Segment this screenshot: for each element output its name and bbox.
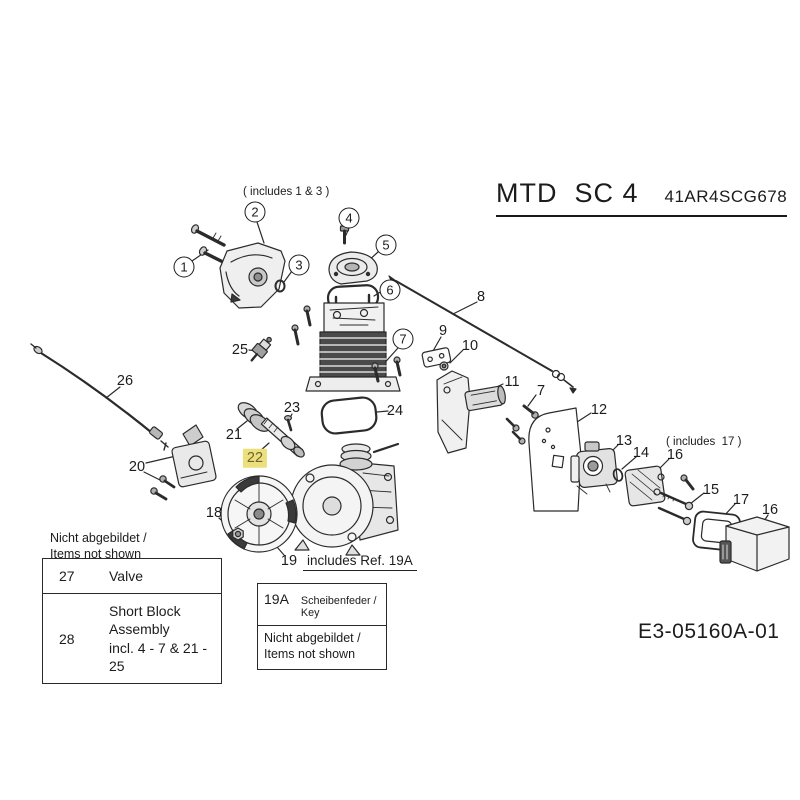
callout-12[interactable]: 12 — [590, 401, 608, 418]
key-table-note: Nicht abgebildet / Items not shown — [258, 626, 386, 669]
part-bolt-4 — [339, 225, 350, 245]
callout-1[interactable]: 1 — [173, 256, 195, 278]
part-cable-26 — [30, 343, 169, 451]
part-ignition-coil-20 — [150, 424, 217, 501]
not-shown-header: Nicht abgebildet / Items not shown — [50, 531, 147, 562]
key-table-row: 19A Scheibenfeder / Key — [258, 584, 386, 626]
callout-21[interactable]: 21 — [225, 426, 243, 443]
note-includes-17: ( includes 17 ) — [666, 436, 742, 448]
part-filter-cover-16 — [719, 516, 790, 572]
callout-7[interactable]: 7 — [536, 382, 546, 399]
table-desc-line2: incl. 4 - 7 & 21 - 25 — [109, 639, 208, 674]
part-crankcase-assembly — [290, 442, 400, 556]
not-shown-header-line2: Items not shown — [50, 546, 142, 561]
callout-5[interactable]: 5 — [375, 234, 397, 256]
callout-26[interactable]: 26 — [116, 372, 134, 389]
part-carburetor-13 — [570, 441, 618, 495]
key-table: 19A Scheibenfeder / Key Nicht abgebildet… — [257, 583, 387, 670]
part-bolts-bracket — [505, 404, 539, 445]
table-ref: 28 — [59, 630, 75, 647]
note-includes-1-3: ( includes 1 & 3 ) — [243, 186, 330, 198]
callout-7[interactable]: 7 — [392, 328, 414, 350]
callout-20[interactable]: 20 — [128, 458, 146, 475]
table-row: 27 Valve — [43, 559, 221, 593]
part-bracket-11 — [436, 370, 506, 454]
key-note-line1: Nicht abgebildet / — [264, 631, 361, 645]
table-row: 28 Short Block Assembly incl. 4 - 7 & 21… — [43, 593, 221, 683]
callout-24[interactable]: 24 — [386, 402, 404, 419]
callout-11[interactable]: 11 — [504, 373, 520, 390]
callout-4[interactable]: 4 — [338, 207, 360, 229]
part-oring-14 — [612, 468, 624, 482]
not-shown-header-line1: Nicht abgebildet / — [50, 531, 147, 545]
part-screw-23 — [284, 415, 293, 432]
callout-9[interactable]: 9 — [438, 322, 448, 339]
part-gasket-24 — [320, 396, 378, 435]
callout-25[interactable]: 25 — [231, 341, 249, 358]
callout-17[interactable]: 17 — [732, 491, 750, 508]
table-desc: Valve — [109, 568, 143, 584]
callout-6[interactable]: 6 — [379, 279, 401, 301]
key-note-line2: Items not shown — [264, 647, 356, 662]
part-nut-18 — [232, 527, 244, 541]
part-flywheel-19 — [220, 475, 298, 553]
key-ref: 19A — [264, 591, 289, 607]
callout-22[interactable]: 22 — [242, 448, 268, 468]
model-number: 41AR4SCG678 — [664, 187, 788, 206]
callout-10[interactable]: 10 — [461, 337, 479, 354]
callout-2[interactable]: 2 — [244, 201, 266, 223]
callout-14[interactable]: 14 — [632, 444, 650, 461]
callout-16[interactable]: 16 — [761, 501, 779, 518]
callout-16[interactable]: 16 — [666, 446, 684, 463]
part-oring-3 — [274, 279, 286, 293]
note-includes-ref-19a: includes Ref. 19A — [303, 553, 417, 571]
part-spark-plug-25 — [250, 336, 272, 362]
key-desc: Scheibenfeder / Key — [300, 595, 377, 619]
model-name: MTD SC 4 — [496, 178, 639, 208]
part-screws-15 — [657, 491, 694, 526]
part-bolts-7 — [291, 305, 402, 383]
part-engine-block — [305, 293, 401, 392]
callout-18[interactable]: 18 — [205, 504, 223, 521]
not-shown-table: 27 Valve 28 Short Block Assembly incl. 4… — [42, 558, 222, 684]
table-desc: Short Block Assembly — [109, 603, 181, 638]
callout-19[interactable]: 19 — [280, 552, 298, 569]
part-shield-12 — [528, 407, 582, 512]
drawing-number: E3-05160A-01 — [638, 620, 780, 643]
callout-15[interactable]: 15 — [702, 481, 720, 498]
callout-8[interactable]: 8 — [476, 288, 486, 305]
part-cover-2 — [219, 242, 286, 309]
callout-23[interactable]: 23 — [283, 399, 301, 416]
part-valve-cover-5 — [328, 251, 378, 285]
part-crankshaft-22 — [260, 417, 305, 458]
part-filter-base-16 — [624, 465, 695, 507]
callout-13[interactable]: 13 — [615, 432, 633, 449]
title-block: MTD SC 4 41AR4SCG678 — [496, 178, 788, 217]
callout-3[interactable]: 3 — [288, 254, 310, 276]
table-ref: 27 — [59, 568, 75, 585]
